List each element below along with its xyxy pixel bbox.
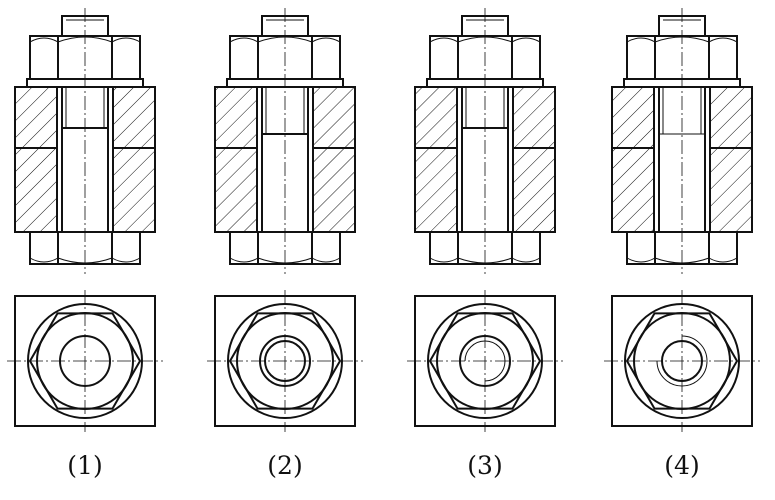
view-label: (4) (664, 451, 699, 480)
plate-hatch-right (710, 87, 752, 232)
view-2: (2) (207, 8, 363, 480)
view-label: (2) (267, 451, 302, 480)
top-view (207, 290, 363, 432)
front-view (214, 8, 356, 274)
top-view (407, 290, 563, 432)
front-view (611, 8, 753, 274)
top-view (7, 290, 163, 432)
thread-arc (464, 340, 506, 382)
front-view (14, 8, 156, 274)
view-4: (4) (604, 8, 760, 480)
plate-hatch-left (415, 87, 457, 232)
plate-hatch-left (612, 87, 654, 232)
front-view (414, 8, 556, 274)
plate-hatch-right (513, 87, 555, 232)
view-label: (1) (67, 451, 102, 480)
top-view (604, 290, 760, 432)
view-3: (3) (407, 8, 563, 480)
plate-hatch-left (15, 87, 57, 232)
plate-hatch-right (113, 87, 155, 232)
view-label: (3) (467, 451, 502, 480)
plate-hatch-left (215, 87, 257, 232)
thread-arc (656, 335, 708, 387)
plate-hatch-right (313, 87, 355, 232)
view-1: (1) (7, 8, 163, 480)
